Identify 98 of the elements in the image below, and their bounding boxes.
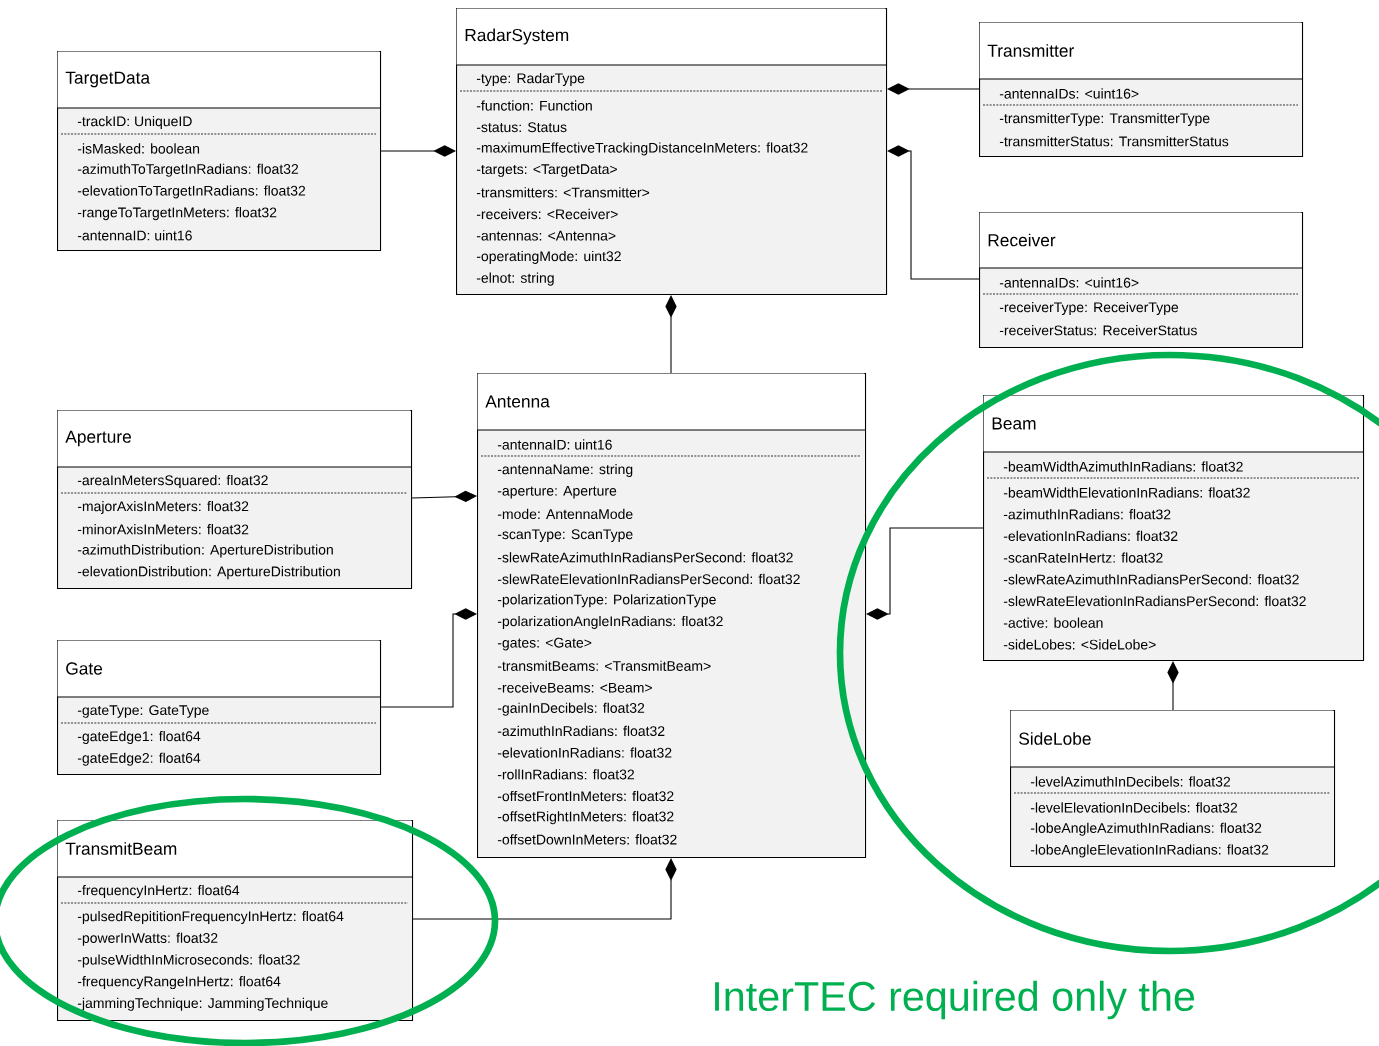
attribute-text: -mode: AntennaMode xyxy=(497,508,633,520)
class-name: Antenna xyxy=(485,395,550,408)
attribute-text: -powerInWatts: float32 xyxy=(77,932,218,946)
attribute-text: -azimuthInRadians: float32 xyxy=(1003,509,1171,520)
attribute-text: -sideLobes: <SideLobe> xyxy=(1003,639,1156,650)
attribute-text: -elevationInRadians: float32 xyxy=(1003,530,1178,542)
class-box xyxy=(56,51,382,252)
attribute-text: -gateEdge1: float64 xyxy=(77,731,201,744)
class-name: TransmitBeam xyxy=(65,842,177,855)
attribute-text: -receivers: <Receiver> xyxy=(476,208,618,220)
attribute-text: -offsetDownInMeters: float32 xyxy=(497,834,677,845)
composition-line xyxy=(887,145,980,280)
attribute-text: -antennaID: uint16 xyxy=(77,230,192,241)
composition-line xyxy=(665,295,677,374)
attribute-text: -slewRateElevationInRadiansPerSecond: float32 xyxy=(1003,595,1306,607)
attribute-text: -gates: <Gate> xyxy=(497,637,592,651)
attribute-text: -transmitterType: TransmitterType xyxy=(999,113,1210,127)
annotation-text: InterTEC required only the xyxy=(715,980,1195,1020)
class-name: Aperture xyxy=(65,430,131,447)
class-box xyxy=(1009,710,1336,868)
composition-line xyxy=(1167,661,1179,711)
composition-line xyxy=(380,608,477,708)
attribute-text: -polarizationType: PolarizationType xyxy=(497,594,716,608)
attribute-text: -jammingTechnique: JammingTechnique xyxy=(77,997,328,1011)
attribute-text: -receiverType: ReceiverType xyxy=(999,302,1179,316)
attribute-text: -transmitBeams: <TransmitBeam> xyxy=(497,660,711,671)
attribute-text: -targets: <TargetData> xyxy=(476,164,617,177)
attribute-text: -pulseWidthInMicroseconds: float32 xyxy=(77,954,300,968)
attribute-text: -gateType: GateType xyxy=(77,705,209,718)
class-box xyxy=(978,22,1304,158)
attribute-text: -elnot: string xyxy=(476,272,554,286)
attribute-text: -majorAxisInMeters: float32 xyxy=(77,501,249,515)
class-box xyxy=(56,640,382,776)
attribute-text: -aperture: Aperture xyxy=(497,485,617,499)
attribute-text: -scanRateInHertz: float32 xyxy=(1003,552,1163,563)
class-box xyxy=(56,820,414,1022)
class-box xyxy=(982,395,1365,662)
attribute-text: -status: Status xyxy=(476,122,567,133)
attribute-text: -minorAxisInMeters: float32 xyxy=(77,524,249,535)
attribute-text: -levelAzimuthInDecibels: float32 xyxy=(1030,776,1230,787)
attribute-text: -frequencyRangeInHertz: float64 xyxy=(77,976,281,990)
attribute-text: -operatingMode: uint32 xyxy=(476,250,621,264)
composition-line xyxy=(887,83,980,95)
attribute-text: -offsetFrontInMeters: float32 xyxy=(497,790,674,802)
attribute-text: -transmitterStatus: TransmitterStatus xyxy=(999,136,1229,147)
class-name: Transmitter xyxy=(987,44,1074,57)
attribute-text: -polarizationAngleInRadians: float32 xyxy=(497,615,723,629)
attribute-text: -slewRateElevationInRadiansPerSecond: float32 xyxy=(497,573,800,585)
attribute-text: -rollInRadians: float32 xyxy=(497,769,634,780)
attribute-text: -lobeAngleAzimuthInRadians: float32 xyxy=(1030,822,1262,836)
attribute-text: -azimuthToTargetInRadians: float32 xyxy=(77,163,299,177)
attribute-text: -gateEdge2: float64 xyxy=(77,752,201,766)
attribute-text: -trackID: UniqueID xyxy=(77,116,192,130)
attribute-text: -isMasked: boolean xyxy=(77,143,200,154)
attribute-text: -beamWidthElevationInRadians: float32 xyxy=(1003,487,1250,498)
attribute-text: -elevationDistribution: ApertureDistribution xyxy=(77,566,340,580)
attribute-text: -elevationInRadians: float32 xyxy=(497,747,672,758)
attribute-text: -azimuthDistribution: ApertureDistribution xyxy=(77,544,333,558)
class-box xyxy=(476,373,867,859)
attribute-text: -pulsedRepititionFrequencyInHertz: float64 xyxy=(77,911,344,925)
attribute-text: -antennaIDs: <uint16> xyxy=(999,88,1139,99)
class-name: SideLobe xyxy=(1019,732,1091,745)
attribute-text: -type: RadarType xyxy=(476,73,585,87)
attribute-text: -gainInDecibels: float32 xyxy=(497,702,645,716)
attribute-text: -areaInMetersSquared: float32 xyxy=(77,475,268,489)
attribute-text: -lobeAngleElevationInRadians: float32 xyxy=(1030,844,1269,858)
attribute-text: -maximumEffectiveTrackingDistanceInMeters: float32 xyxy=(476,142,808,156)
attribute-text: -levelElevationInDecibels: float32 xyxy=(1030,802,1238,813)
class-name: RadarSystem xyxy=(465,28,569,45)
attribute-text: -transmitters: <Transmitter> xyxy=(476,187,650,198)
attribute-text: -function: Function xyxy=(476,100,592,111)
class-name: Receiver xyxy=(988,233,1056,247)
class-box xyxy=(56,410,413,590)
attribute-text: -beamWidthAzimuthInRadians: float32 xyxy=(1003,461,1243,472)
composition-line xyxy=(412,858,677,920)
attribute-text: -receiveBeams: <Beam> xyxy=(497,682,652,693)
class-name: TargetData xyxy=(65,71,151,88)
attribute-text: -slewRateAzimuthInRadiansPerSecond: float32 xyxy=(1003,574,1299,585)
attribute-text: -active: boolean xyxy=(1003,617,1103,628)
attribute-text: -antennas: <Antenna> xyxy=(476,230,616,241)
attribute-text: -antennaID: uint16 xyxy=(497,439,612,450)
class-box xyxy=(978,212,1304,349)
attribute-text: -frequencyInHertz: float64 xyxy=(77,885,240,898)
attribute-text: -antennaIDs: <uint16> xyxy=(999,277,1139,288)
attribute-text: -elevationToTargetInRadians: float32 xyxy=(77,185,306,199)
composition-line xyxy=(866,527,984,620)
attribute-text: -scanType: ScanType xyxy=(497,529,633,542)
class-name: Gate xyxy=(66,662,103,675)
attribute-text: -azimuthInRadians: float32 xyxy=(497,725,665,737)
composition-line xyxy=(380,145,456,157)
composition-line xyxy=(411,490,477,502)
attribute-text: -offsetRightInMeters: float32 xyxy=(497,811,674,825)
attribute-text: -slewRateAzimuthInRadiansPerSecond: float32 xyxy=(497,552,793,563)
attribute-text: -receiverStatus: ReceiverStatus xyxy=(999,325,1197,336)
attribute-text: -rangeToTargetInMeters: float32 xyxy=(77,207,277,221)
attribute-text: -antennaName: string xyxy=(497,464,633,478)
class-name: Beam xyxy=(992,417,1036,430)
class-box xyxy=(455,8,888,296)
